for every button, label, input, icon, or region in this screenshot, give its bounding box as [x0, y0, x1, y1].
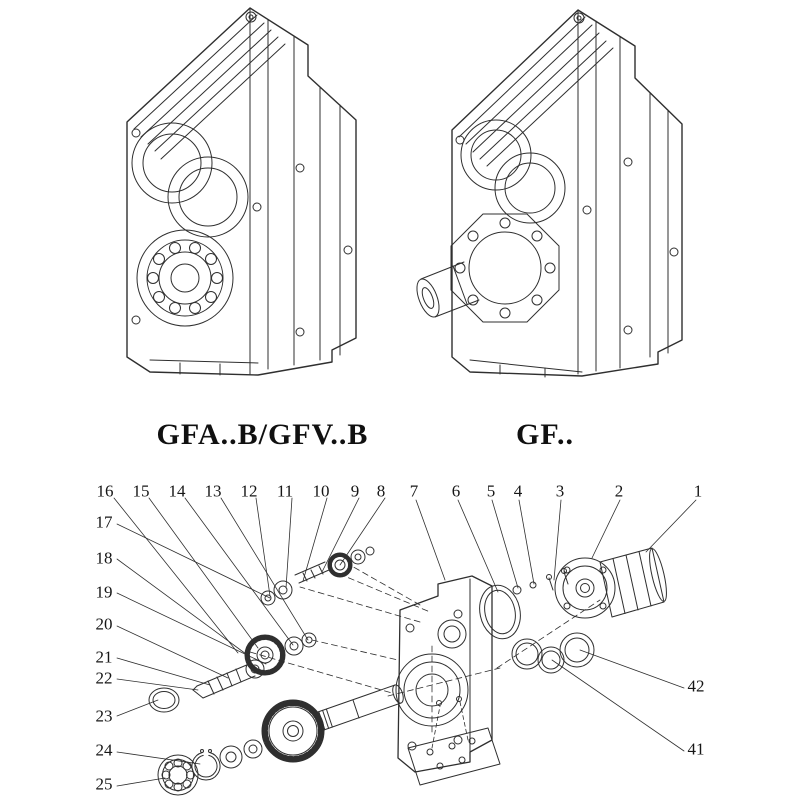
callout-2: 2 [614, 481, 624, 501]
cooling-fins-right [458, 16, 614, 167]
callout-21: 21 [95, 647, 113, 667]
callout-41: 41 [687, 739, 705, 759]
bolt-holes-left [131, 128, 353, 337]
callout-14: 14 [168, 481, 186, 501]
top-screw-icon [573, 12, 585, 24]
callout-9: 9 [350, 481, 360, 501]
side-ribs-right [595, 20, 669, 372]
callout-13: 13 [204, 481, 222, 501]
output-shaft [416, 261, 480, 318]
exploded-view [148, 546, 667, 796]
callout-16: 16 [96, 481, 114, 501]
callout-6: 6 [451, 481, 461, 501]
foot-right [469, 359, 583, 378]
alignment-lines [249, 564, 601, 694]
leader-lines [113, 497, 697, 787]
mounting-plate [407, 696, 501, 786]
pinion-shaft [192, 659, 265, 699]
motor-adapter-unit [554, 547, 667, 619]
seal-rings [511, 632, 595, 674]
callout-42: 42 [687, 676, 705, 696]
callout-24: 24 [95, 740, 113, 760]
snap-ring [191, 749, 221, 781]
model-label-gfab-gfvb: GFA..B/GFV..B [156, 418, 369, 451]
callout-18: 18 [95, 548, 113, 568]
callout-22: 22 [95, 668, 113, 688]
gearbox-iso-right [416, 9, 683, 378]
callout-7: 7 [409, 481, 419, 501]
callout-5: 5 [486, 481, 496, 501]
gear-housing [387, 575, 501, 773]
callout-19: 19 [95, 582, 113, 602]
input-shaft-parts-row [260, 546, 375, 606]
callout-8: 8 [376, 481, 386, 501]
model-label-gf: GF.. [516, 418, 574, 451]
callout-10: 10 [312, 481, 330, 501]
bolt-holes-right [455, 135, 679, 335]
gearbox-iso-left [126, 7, 357, 376]
exploded-output-shaft [314, 684, 404, 732]
top-screw-icon [245, 11, 257, 23]
side-ribs-left [267, 19, 341, 370]
output-flange [450, 213, 560, 323]
callout-25: 25 [95, 774, 113, 794]
callout-12: 12 [240, 481, 258, 501]
large-output-gear [261, 699, 325, 763]
cover-ring [148, 687, 180, 713]
bore-rings-right [460, 119, 566, 224]
output-bearing-left [136, 229, 234, 327]
housing-gasket [479, 584, 521, 640]
foot-left [149, 359, 259, 376]
fasteners [512, 568, 569, 595]
callout-23: 23 [95, 706, 113, 726]
bore-rings-left [131, 122, 249, 238]
washers-bottom [219, 739, 263, 769]
cooling-fins-left [133, 14, 286, 160]
callout-11: 11 [276, 481, 294, 501]
callout-3: 3 [555, 481, 565, 501]
callout-15: 15 [132, 481, 150, 501]
callout-20: 20 [95, 614, 113, 634]
callout-1: 1 [693, 481, 703, 501]
callout-17: 17 [95, 512, 113, 532]
callout-4: 4 [513, 481, 523, 501]
roller-bearing [157, 754, 199, 796]
